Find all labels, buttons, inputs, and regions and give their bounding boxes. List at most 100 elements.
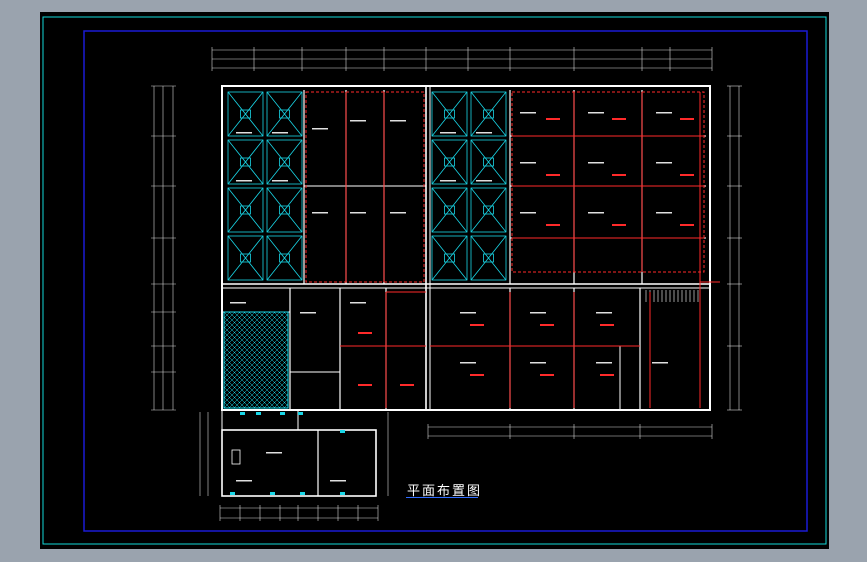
hatch-line [224, 338, 288, 404]
hatch-line [263, 312, 288, 337]
text-marker [460, 362, 476, 364]
cyan-room-fixture [279, 205, 290, 215]
cyan-room-fixture [279, 109, 290, 119]
cyan-marker [270, 492, 275, 495]
left-dimensions [151, 85, 176, 411]
cyan-room-cell [227, 139, 264, 185]
cyan-room-fixture [240, 157, 251, 167]
title-underline [406, 497, 478, 498]
cyan-marker [298, 412, 303, 415]
pipe-marker [546, 224, 560, 226]
hatch-line [224, 312, 226, 314]
text-marker [230, 302, 246, 304]
right-dimensions [727, 85, 742, 411]
pipe-marker [600, 324, 614, 326]
cyan-room-cell [431, 91, 468, 137]
pipe-marker [612, 174, 626, 176]
hatch-line [294, 312, 390, 408]
red-pipes [305, 91, 720, 408]
text-marker [440, 132, 456, 134]
cyan-room-fixture [483, 253, 494, 263]
text-marker [236, 132, 252, 134]
hatch-line [224, 386, 246, 408]
hatch-line [248, 312, 288, 352]
text-marker [596, 362, 612, 364]
hatch-line [124, 312, 220, 408]
hatch-line [224, 312, 246, 334]
pipe-marker [546, 118, 560, 120]
hatched-area-border [223, 311, 289, 409]
bottom-dimensions-right [427, 424, 713, 439]
pipe-marker [540, 374, 554, 376]
hatch-line [283, 312, 288, 317]
hatch-line [224, 343, 288, 408]
text-marker [476, 132, 492, 134]
pipe-marker [540, 324, 554, 326]
text-marker [530, 362, 546, 364]
hatch-line [224, 313, 288, 379]
hatch-line [224, 381, 251, 408]
pipe-marker [358, 384, 372, 386]
cyan-markers [230, 412, 345, 495]
hatch-line [124, 312, 220, 408]
small-labels [230, 112, 672, 482]
floor-plan-drawing [42, 16, 827, 545]
cyan-room-diagonal [266, 91, 303, 137]
hatch-line [278, 398, 288, 408]
cyan-room-fixture [483, 205, 494, 215]
cyan-room-fixture [444, 157, 455, 167]
cyan-room-cell [431, 187, 468, 233]
hatch-line [233, 353, 288, 408]
hatch-line [224, 312, 271, 359]
hatch-line [299, 312, 395, 408]
text-marker [236, 480, 252, 482]
hatch-line [253, 312, 288, 347]
hatch-line [224, 376, 256, 408]
hatch-line [283, 403, 288, 408]
text-marker [520, 112, 536, 114]
text-marker [596, 312, 612, 314]
hatch-line [224, 312, 276, 364]
hatch-line [289, 312, 385, 408]
text-marker [390, 120, 406, 122]
hatch-line [263, 383, 288, 408]
cyan-room-fixture [279, 253, 290, 263]
cyan-marker [280, 412, 285, 415]
hatch-line [268, 312, 288, 332]
hatch-line [238, 358, 288, 408]
cad-viewport[interactable]: 平面布置图 [40, 12, 829, 549]
text-marker [236, 180, 252, 182]
hatch-line [253, 373, 288, 408]
cyan-room-cell [470, 91, 507, 137]
hatch-line [224, 312, 286, 374]
hatch-line [224, 333, 288, 399]
top-dimensions [211, 47, 713, 71]
hatch-line [258, 312, 288, 342]
cyan-room-fixture [240, 205, 251, 215]
pipe-marker [470, 324, 484, 326]
hatch-line [224, 371, 261, 408]
cyan-room-cell [266, 187, 303, 233]
cyan-room-diagonal [470, 91, 507, 137]
text-marker [520, 162, 536, 164]
cyan-room-diagonal [227, 235, 264, 281]
cyan-marker [230, 492, 235, 495]
cyan-marker [340, 430, 345, 433]
hatch-line [224, 312, 251, 339]
pipe-marker [612, 118, 626, 120]
hatch-line [224, 401, 231, 408]
hatch-line [224, 312, 236, 324]
text-marker [350, 120, 366, 122]
hatch-line [224, 312, 281, 369]
text-marker [312, 212, 328, 214]
hatch-line [228, 348, 288, 408]
hatch-line [224, 312, 261, 349]
cyan-room-diagonal [470, 187, 507, 233]
cyan-room-cell [266, 235, 303, 281]
hatch-line [224, 312, 231, 319]
cyan-room-diagonal [266, 187, 303, 233]
text-marker [656, 162, 672, 164]
hatch-line [224, 328, 288, 394]
hatched-area [124, 312, 395, 408]
stairs [645, 290, 699, 302]
